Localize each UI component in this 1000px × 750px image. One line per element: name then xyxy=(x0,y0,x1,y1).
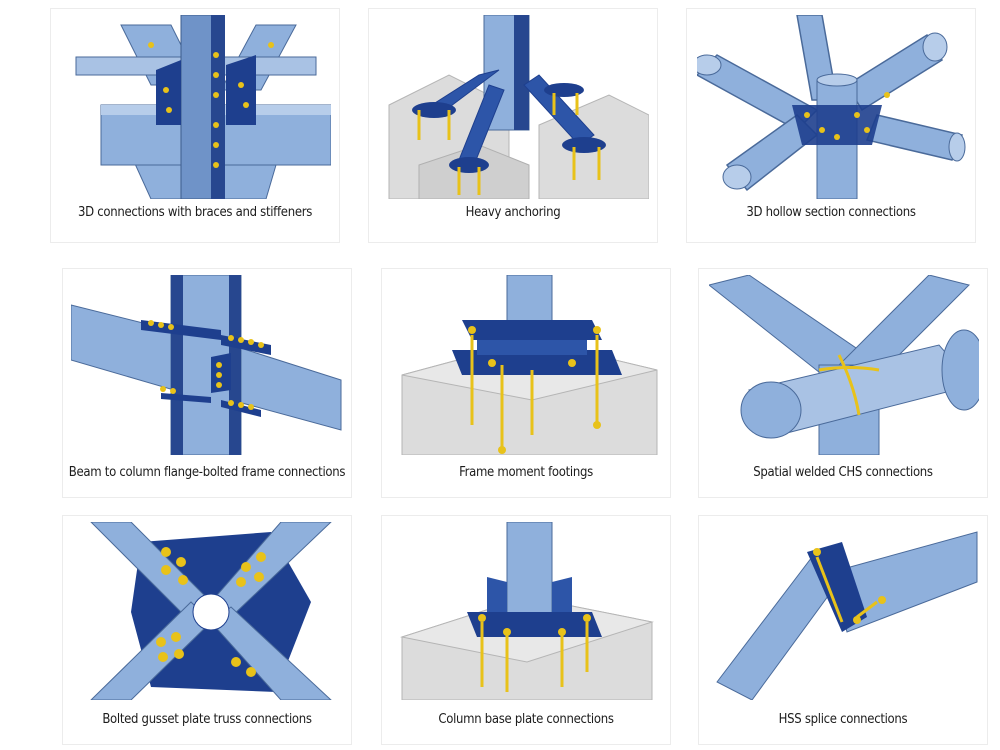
flange-bolted-frame-icon xyxy=(71,275,342,455)
gallery-card-welded-chs[interactable]: Spatial welded CHS connections xyxy=(698,268,988,498)
hollow-section-connection-icon xyxy=(697,15,966,199)
gallery-card-hollow-section[interactable]: 3D hollow section connections xyxy=(686,8,976,243)
braced-beam-column-connection-icon xyxy=(75,15,331,199)
gallery-card-braced-connection[interactable]: 3D connections with braces and stiffener… xyxy=(50,8,340,243)
card-caption: Spatial welded CHS connections xyxy=(753,465,933,480)
gallery-card-hss-splice[interactable]: HSS splice connections xyxy=(698,515,988,745)
gallery-card-moment-footing[interactable]: Frame moment footings xyxy=(381,268,671,498)
card-caption: Beam to column flange-bolted frame conne… xyxy=(68,465,346,480)
card-caption: 3D hollow section connections xyxy=(746,205,916,220)
column-base-plate-icon xyxy=(400,522,654,700)
card-caption: Frame moment footings xyxy=(459,465,593,480)
card-caption: Bolted gusset plate truss connections xyxy=(102,712,312,727)
card-caption: HSS splice connections xyxy=(778,712,908,727)
card-caption: 3D connections with braces and stiffener… xyxy=(77,205,313,220)
heavy-anchoring-icon xyxy=(388,15,649,199)
moment-footing-icon xyxy=(401,275,658,455)
welded-chs-connection-icon xyxy=(709,275,979,455)
gallery-card-flange-bolted[interactable]: Beam to column flange-bolted frame conne… xyxy=(62,268,352,498)
hss-splice-icon xyxy=(716,531,978,700)
card-caption: Heavy anchoring xyxy=(465,205,561,220)
gallery-card-gusset-plate[interactable]: Bolted gusset plate truss connections xyxy=(62,515,352,745)
gallery-card-heavy-anchoring[interactable]: Heavy anchoring xyxy=(368,8,658,243)
card-caption: Column base plate connections xyxy=(438,712,614,727)
gusset-plate-truss-icon xyxy=(90,522,332,700)
gallery-card-column-base[interactable]: Column base plate connections xyxy=(381,515,671,745)
